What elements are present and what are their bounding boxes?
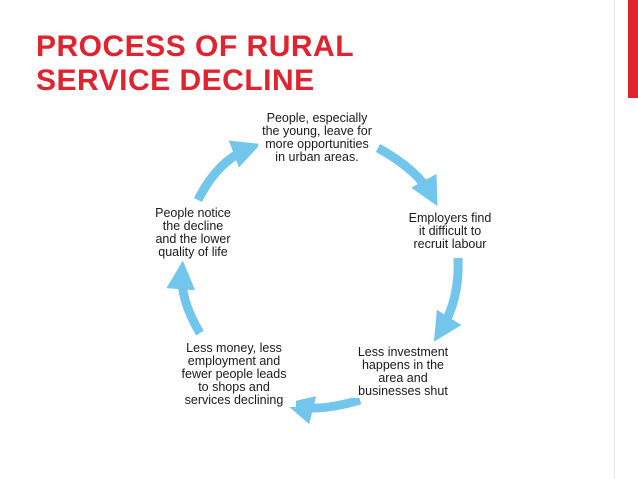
cycle-arrow-1: [375, 144, 438, 207]
cycle-arrow-5: [193, 140, 261, 203]
slide-title-line-1: PROCESS OF RURAL: [36, 30, 355, 63]
slide-title: PROCESS OF RURAL SERVICE DECLINE: [36, 30, 456, 98]
slide-title-line-2: SERVICE DECLINE: [36, 64, 315, 97]
cycle-step-employers-struggle: Employers find it difficult to recruit l…: [400, 212, 500, 251]
right-divider: [614, 0, 615, 479]
cycle-step-people-notice: People notice the decline and the lower …: [144, 207, 242, 259]
cycle-arrow-3: [284, 395, 362, 425]
accent-bar: [628, 0, 638, 98]
cycle-step-youth-leave: People, especially the young, leave for …: [258, 112, 376, 164]
cycle-arrow-4: [166, 260, 204, 336]
cycle-step-less-investment: Less investment happens in the area and …: [352, 346, 454, 398]
cycle-step-services-decline: Less money, less employment and fewer pe…: [172, 342, 296, 407]
cycle-arrow-2: [433, 257, 463, 342]
